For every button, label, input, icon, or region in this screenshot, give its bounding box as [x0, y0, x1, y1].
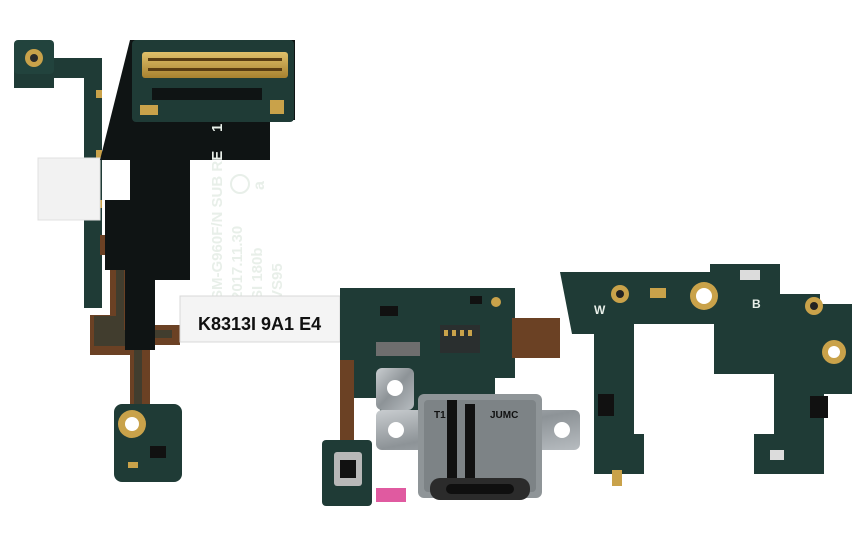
silkscreen-mark-b: B: [752, 297, 761, 311]
microphone-module: [322, 360, 406, 506]
silkscreen-model: SM-G960F/N SUB RE: [209, 151, 226, 300]
usb-c-port: T1 JUMC: [376, 368, 580, 500]
serial-sticker: K8313I 9A1 E4: [179, 295, 341, 343]
right-pcb: W B: [560, 264, 852, 486]
silkscreen-mark-a: a: [251, 181, 268, 190]
silkscreen-vs: VS95: [269, 263, 286, 300]
sticker-text: K8313I 9A1 E4: [198, 314, 321, 334]
silkscreen-mark-w: W: [594, 303, 606, 317]
adhesive-tab: [37, 157, 101, 221]
silkscreen-block: SM-G960F/N SUB RE 2017.11.30 SI 180b VS9…: [209, 124, 286, 300]
silkscreen-code: SI 180b: [249, 247, 266, 300]
silkscreen-rev-suffix: 1: [209, 124, 226, 132]
silkscreen-date: 2017.11.30: [229, 226, 246, 300]
bottom-left-antenna-pad: [114, 404, 182, 482]
usb-mark-right: JUMC: [490, 410, 518, 421]
usb-mark-left: T1: [434, 410, 446, 421]
left-antenna-flex: [14, 40, 102, 308]
board-to-board-connector: [142, 52, 288, 78]
samsung-logo-mark: [230, 174, 250, 194]
main-flex-cable: SM-G960F/N SUB RE 2017.11.30 SI 180b VS9…: [100, 40, 295, 350]
